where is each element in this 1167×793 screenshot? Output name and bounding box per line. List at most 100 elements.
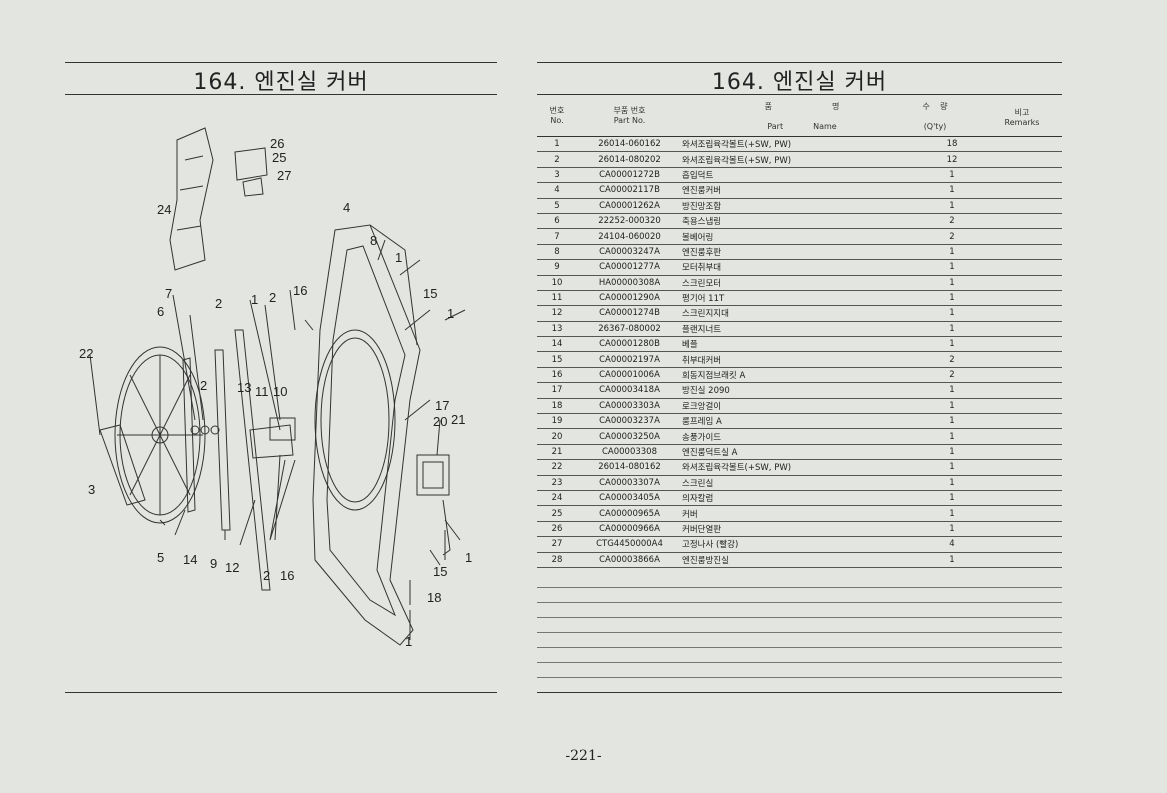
cell-part: CA00003237A — [577, 413, 682, 430]
cell-remarks — [982, 552, 1062, 568]
cell-name: 방진망조합 — [682, 198, 922, 214]
cell-no: 17 — [537, 382, 577, 399]
cell-name: 베플 — [682, 336, 922, 353]
cell-remarks — [982, 167, 1062, 184]
callout-label: 18 — [427, 590, 441, 605]
cell-qty: 1 — [922, 275, 982, 291]
cell-qty: 1 — [922, 305, 982, 322]
cell-remarks — [982, 137, 1062, 153]
left-title-top-rule — [65, 62, 497, 63]
cell-part: 26367-080002 — [577, 321, 682, 338]
cell-remarks — [982, 521, 1062, 538]
cell-part: CA00001277A — [577, 259, 682, 276]
cell-remarks — [982, 398, 1062, 415]
cell-name: 볼베어링 — [682, 228, 922, 245]
cell-remarks — [982, 536, 1062, 553]
cell-no: 8 — [537, 244, 577, 261]
cell-remarks — [982, 182, 1062, 199]
cell-name: 플랜지너트 — [682, 321, 922, 338]
right-bottom-rule — [537, 692, 1062, 693]
cell-qty: 1 — [922, 167, 982, 184]
cell-qty: 1 — [922, 198, 982, 214]
cell-no: 12 — [537, 305, 577, 322]
blank-row-line — [537, 632, 1062, 633]
cell-name: 고정나사 (빨강) — [682, 536, 922, 553]
cell-qty: 1 — [922, 321, 982, 338]
cell-part: CA00000965A — [577, 505, 682, 522]
cell-no: 25 — [537, 505, 577, 522]
screen-wheel — [114, 346, 206, 524]
callout-label: 2 — [263, 568, 270, 583]
right-title-top-rule — [537, 62, 1062, 63]
blank-row-line — [537, 647, 1062, 648]
cell-part: CA00003308 — [577, 444, 682, 461]
callout-label: 1 — [447, 306, 454, 321]
col-header-qty: 수 량 (Q'ty) — [922, 102, 948, 131]
callout-label: 11 — [255, 384, 269, 399]
cell-qty: 2 — [922, 367, 982, 384]
cell-no: 22 — [537, 459, 577, 476]
cover-part-24 — [169, 127, 214, 271]
cell-name: 스크린지지대 — [682, 305, 922, 322]
blank-row-line — [537, 662, 1062, 663]
cell-remarks — [982, 321, 1062, 338]
cell-no: 16 — [537, 367, 577, 384]
cell-remarks — [982, 198, 1062, 214]
page-number: -221- — [565, 748, 602, 764]
cell-no: 18 — [537, 398, 577, 415]
cell-no: 7 — [537, 228, 577, 245]
blank-row-line — [537, 617, 1062, 618]
cell-name: 룸프레임 A — [682, 413, 922, 430]
cell-no: 11 — [537, 290, 577, 307]
cell-part: CA00002197A — [577, 351, 682, 368]
cell-name: 엔진룸후판 — [682, 244, 922, 261]
callout-label: 20 — [433, 414, 447, 429]
left-bottom-rule — [65, 692, 497, 693]
right-title-bottom-rule — [537, 94, 1062, 95]
cover-part-25 — [234, 147, 268, 181]
cell-no: 26 — [537, 521, 577, 538]
callout-label: 3 — [88, 482, 95, 497]
cell-part: 26014-080162 — [577, 459, 682, 476]
cell-remarks — [982, 244, 1062, 261]
cell-no: 3 — [537, 167, 577, 184]
cell-remarks — [982, 259, 1062, 276]
cell-qty: 1 — [922, 521, 982, 538]
table-header-rule — [537, 136, 1062, 137]
cell-name: 의자칼럼 — [682, 490, 922, 507]
cell-qty: 1 — [922, 182, 982, 199]
part-3-bracket — [99, 424, 146, 506]
callout-label: 25 — [272, 150, 286, 165]
cell-qty: 1 — [922, 505, 982, 522]
callout-label: 1 — [395, 250, 402, 265]
cell-no: 19 — [537, 413, 577, 430]
callout-label: 10 — [273, 384, 287, 399]
cell-part: CA00001006A — [577, 367, 682, 384]
cell-qty: 2 — [922, 351, 982, 368]
cell-part: CA00003307A — [577, 475, 682, 491]
cell-part: CA00003418A — [577, 382, 682, 399]
exploded-parts-diagram: 26 25 27 24 4 8 1 16 2 15 1 7 6 2 1 22 2… — [79, 127, 472, 649]
blank-row-line — [537, 602, 1062, 603]
callout-label: 17 — [435, 398, 449, 413]
cell-no: 15 — [537, 351, 577, 368]
cell-remarks — [982, 305, 1062, 322]
